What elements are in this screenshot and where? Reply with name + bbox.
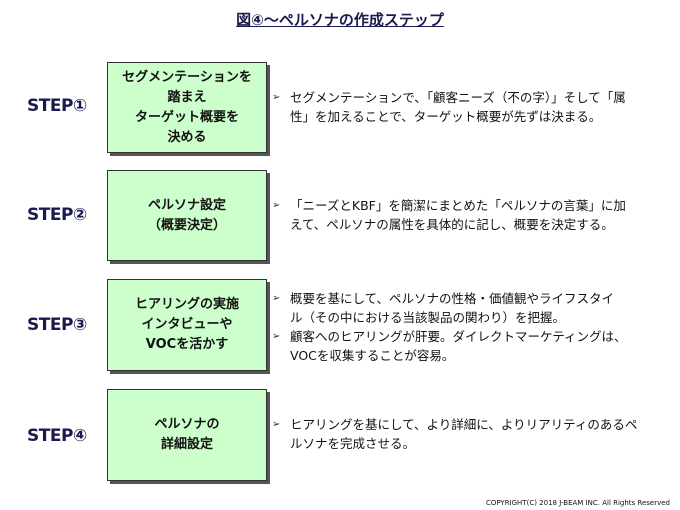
desc-line: VOCを収集することが容易。: [290, 348, 455, 363]
box-line: ヒアリングの実施: [134, 297, 239, 312]
copyright: COPYRIGHT(C) 2018 J-BEAM INC. All Rights…: [485, 499, 670, 507]
desc-line: 顧客へのヒアリングが肝要。ダイレクトマーケティングは、: [290, 329, 627, 344]
step-1-box: セグメンテーションを 踏まえ ターゲット概要を 決める: [107, 62, 267, 153]
step-2-label: STEP②: [27, 205, 87, 225]
box-line: ペルソナの: [154, 417, 220, 432]
desc-line: ヒアリングを基にして、より詳細に、よりリアリティのあるペ: [290, 417, 638, 432]
box-line: セグメンテーションを: [122, 69, 252, 85]
box-line: （概要決定）: [147, 217, 226, 233]
step-4-description: ➢ ヒアリングを基にして、より詳細に、よりリアリティのあるペルソナを完成させる。: [272, 415, 672, 453]
desc-line: ル（その中における当該製品の関わり）を把握。: [290, 310, 566, 325]
step-1-description: ➢ セグメンテーションで、「顧客ニーズ（不の字）」そして「属性」を加えることで、タ…: [272, 88, 672, 126]
desc-line: 概要を基にして、ペルソナの性格・価値観やライフスタイ: [290, 291, 615, 306]
step-2-description: ➢ 「ニーズとKBF」を簡潔にまとめた「ペルソナの言葉」に加えて、ペルソナの属性を…: [272, 196, 672, 234]
step-1-label: STEP①: [27, 96, 87, 116]
desc-line: えて、ペルソナの属性を具体的に記し、概要を決定する。: [290, 217, 614, 232]
step-3-description: ➢ 概要を基にして、ペルソナの性格・価値観やライフスタイル（その中における当該製品…: [272, 289, 672, 365]
desc-line: セグメンテーションで、「顧客ニーズ（不の字）」そして「属: [290, 90, 626, 105]
step-2-box: ペルソナ設定 （概要決定）: [107, 170, 267, 261]
arrow-bullet-icon: ➢: [272, 419, 281, 430]
desc-line: ルソナを完成させる。: [290, 436, 416, 451]
box-line: 決める: [167, 129, 207, 145]
title-text: 図④～ペルソナの作成ステップ: [236, 11, 444, 29]
box-line: インタビューや: [141, 317, 233, 332]
arrow-bullet-icon: ➢: [272, 92, 281, 103]
box-line: 踏まえ: [167, 89, 207, 105]
box-line: 詳細設定: [160, 437, 213, 452]
step-4-box: ペルソナの 詳細設定: [107, 389, 267, 481]
desc-line: 性」を加えることで、ターゲット概要が先ずは決まる。: [290, 109, 602, 124]
arrow-bullet-icon: ➢: [272, 331, 281, 342]
box-line: ペルソナ設定: [147, 197, 226, 213]
step-3-label: STEP③: [27, 315, 87, 335]
step-4-label: STEP④: [27, 426, 87, 446]
step-3-box: ヒアリングの実施 インタビューや VOCを活かす: [107, 279, 267, 371]
arrow-bullet-icon: ➢: [272, 293, 281, 304]
page-title: 図④～ペルソナの作成ステップ: [0, 9, 680, 30]
box-line: VOCを活かす: [145, 337, 229, 352]
box-line: ターゲット概要を: [134, 109, 239, 125]
desc-line: 「ニーズとKBF」を簡潔にまとめた「ペルソナの言葉」に加: [290, 198, 626, 213]
arrow-bullet-icon: ➢: [272, 200, 281, 211]
